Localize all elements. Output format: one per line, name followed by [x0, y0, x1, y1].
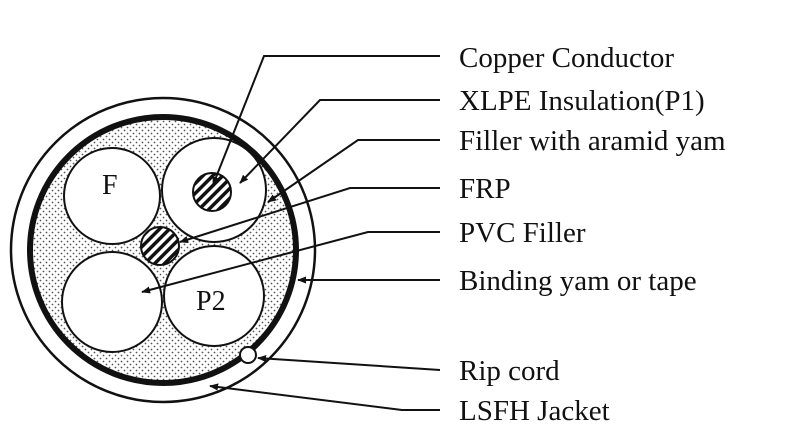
leader-filler-aramid [267, 139, 440, 203]
label-filler-aramid: Filler with aramid yam [459, 125, 726, 157]
leader-copper-conductor [212, 55, 440, 186]
core-label-f: F [102, 170, 118, 201]
leader-rip-cord [257, 354, 441, 371]
copper-conductor [192, 172, 232, 212]
frp-center [140, 226, 180, 266]
label-pvc-filler: PVC Filler [459, 217, 586, 249]
label-rip-cord: Rip cord [459, 355, 560, 387]
core-p2 [163, 245, 265, 347]
leader-lsfh-jacket [209, 383, 440, 411]
rip-cord [239, 346, 257, 364]
label-binding-tape: Binding yam or tape [459, 265, 697, 297]
label-frp: FRP [459, 173, 511, 205]
core-bottom-left [61, 251, 163, 353]
label-xlpe-insulation: XLPE Insulation(P1) [459, 85, 705, 117]
leader-pvc-filler [141, 231, 440, 294]
label-copper-conductor: Copper Conductor [459, 42, 674, 74]
core-f [63, 147, 161, 245]
leader-xlpe-insulation [239, 99, 440, 184]
label-lsfh-jacket: LSFH Jacket [459, 395, 610, 427]
leader-frp [179, 187, 440, 243]
core-label-p2: P2 [196, 286, 226, 317]
